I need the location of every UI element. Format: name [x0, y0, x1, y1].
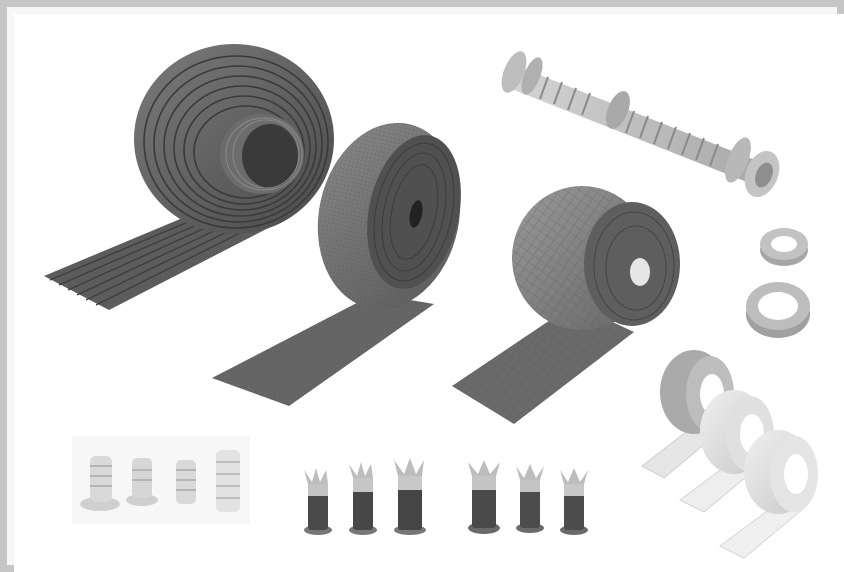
expansion-anchor-icon [304, 468, 332, 535]
expansion-anchor-icon [349, 462, 377, 535]
plug-icon [126, 458, 158, 506]
foam-tape-roll-icon [212, 122, 461, 406]
plug-icon [216, 450, 240, 512]
product-illustration [44, 44, 818, 559]
expansion-anchor-icon [560, 468, 588, 535]
plug-icon [176, 460, 196, 504]
plug-icon [80, 456, 120, 511]
ribbed-tube-icon [501, 51, 780, 198]
expansion-anchor-icon [516, 464, 544, 533]
sealing-ring-icon [760, 228, 808, 266]
textured-sealing-tape-roll-icon [452, 186, 680, 424]
ribbed-rubber-tape-roll-icon [44, 44, 334, 310]
expansion-anchor-icon [394, 458, 426, 535]
sealing-ring-icon [746, 282, 810, 338]
expansion-anchor-icon [468, 460, 500, 534]
product-photo [14, 14, 844, 572]
adhesive-tape-roll-icon [719, 430, 818, 559]
